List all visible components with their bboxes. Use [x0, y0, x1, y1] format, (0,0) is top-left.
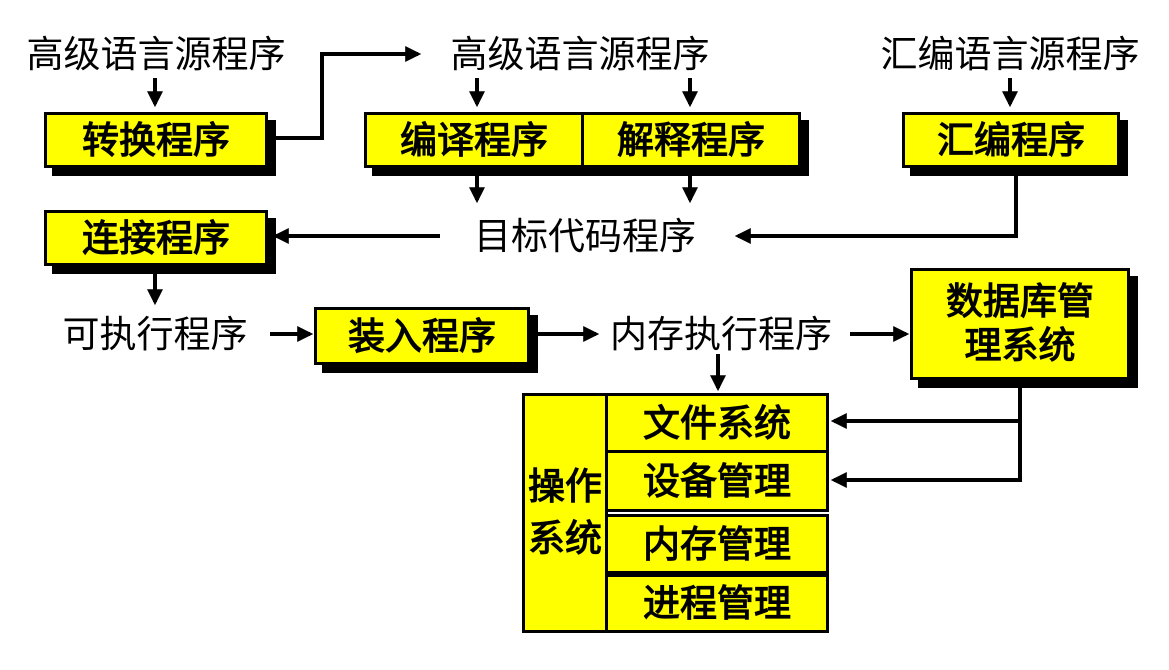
arrow-assembler-to-object [734, 176, 1018, 244]
label-high-level-source-1: 高级语言源程序 [26, 32, 286, 76]
label-high-level-source-2: 高级语言源程序 [450, 32, 710, 76]
label-object-code: 目标代码程序 [474, 214, 696, 258]
loader-box: 装入程序 [314, 307, 530, 365]
label-memory-executable: 内存执行程序 [610, 312, 832, 356]
dbms-box: 数据库管理系统 [910, 268, 1130, 380]
arrow-dbms-to-os [830, 384, 1022, 488]
os-item-device-management: 设备管理 [605, 450, 829, 512]
arrow-converter-to-source2 [268, 46, 422, 140]
compiler-box: 编译程序 [364, 112, 584, 168]
label-assembly-source: 汇编语言源程序 [880, 32, 1140, 76]
os-item-memory-management: 内存管理 [605, 514, 829, 574]
linker-box: 连接程序 [44, 210, 268, 266]
label-executable: 可执行程序 [62, 312, 248, 356]
os-title-box: 操作系统 [522, 393, 608, 633]
interpreter-box: 解释程序 [581, 112, 801, 168]
os-item-process-management: 进程管理 [605, 574, 829, 633]
assembler-box: 汇编程序 [902, 112, 1120, 168]
converter-box: 转换程序 [44, 112, 268, 168]
os-item-file-system: 文件系统 [605, 393, 829, 453]
